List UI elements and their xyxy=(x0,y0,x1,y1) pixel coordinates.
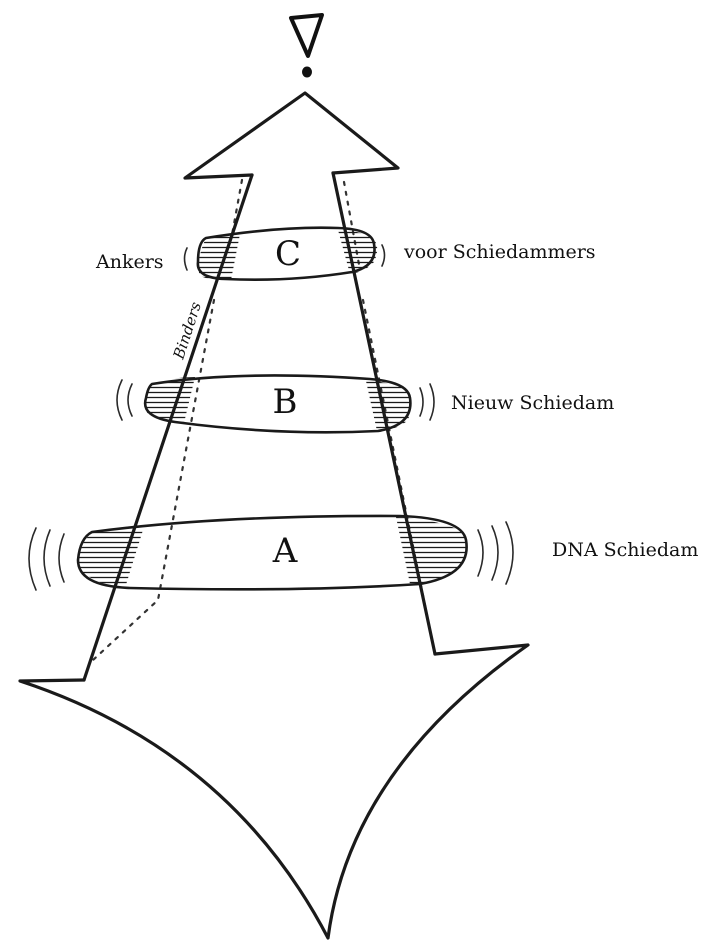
arrow-shape xyxy=(18,91,530,940)
ring-b-label: Nieuw Schiedam xyxy=(451,392,614,414)
ring-c-label: voor Schiedammers xyxy=(403,241,596,263)
ring-c: C xyxy=(183,226,386,281)
ring-b: B xyxy=(116,374,435,434)
ring-c-letter: C xyxy=(275,234,301,274)
ring-a: A xyxy=(28,514,514,591)
ring-a-letter: A xyxy=(272,531,298,571)
ring-a-label: DNA Schiedam xyxy=(552,539,698,561)
ankers-label: Ankers xyxy=(95,251,164,273)
ring-b-letter: B xyxy=(273,382,298,422)
exclamation-mark: ! xyxy=(289,13,324,78)
